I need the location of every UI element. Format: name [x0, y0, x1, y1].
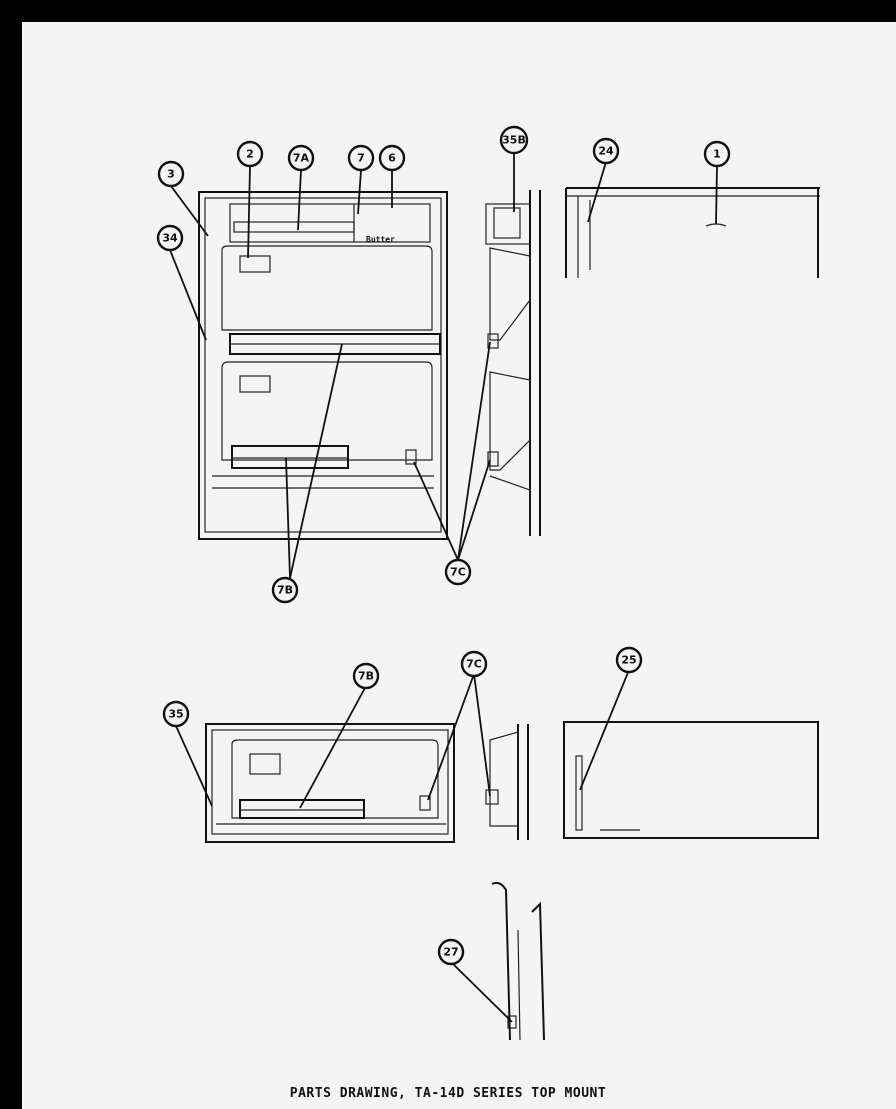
callout-1: 1 — [703, 140, 731, 168]
svg-text:7B: 7B — [277, 584, 293, 597]
svg-text:1: 1 — [713, 148, 721, 161]
callout-7c-bottom: 7C — [460, 650, 488, 678]
svg-text:7B: 7B — [358, 670, 374, 683]
svg-text:6: 6 — [388, 152, 396, 165]
cabinet-top-right — [565, 187, 820, 278]
callout-35b: 35B — [499, 125, 529, 155]
callout-24: 24 — [592, 137, 620, 165]
callout-34: 34 — [156, 224, 184, 252]
callout-3: 3 — [157, 160, 185, 188]
svg-text:7C: 7C — [450, 566, 466, 579]
callout-6: 6 — [378, 144, 406, 172]
drawing-caption: PARTS DRAWING, TA-14D SERIES TOP MOUNT — [289, 1086, 607, 1101]
callout-7c-top: 7C — [444, 558, 472, 586]
callout-7b-bottom: 7B — [352, 662, 380, 690]
callout-7b-top: 7B — [271, 576, 299, 604]
callout-2: 2 — [236, 140, 264, 168]
svg-text:35B: 35B — [502, 134, 526, 147]
svg-text:35: 35 — [168, 708, 183, 721]
svg-text:7A: 7A — [293, 152, 310, 165]
svg-text:27: 27 — [443, 946, 458, 959]
svg-text:34: 34 — [162, 232, 178, 245]
svg-text:7: 7 — [357, 152, 365, 165]
callout-27: 27 — [437, 938, 465, 966]
svg-text:24: 24 — [598, 145, 614, 158]
svg-text:7C: 7C — [466, 658, 482, 671]
callout-35: 35 — [162, 700, 190, 728]
leader-lines — [169, 152, 718, 1023]
callout-25: 25 — [615, 646, 643, 674]
freezer-door-front — [205, 723, 455, 843]
svg-text:3: 3 — [167, 168, 175, 181]
svg-text:2: 2 — [246, 148, 254, 161]
butter-label: Butter — [366, 235, 395, 244]
svg-text:25: 25 — [621, 654, 636, 667]
fresh-food-door-front: Butter — [198, 191, 448, 540]
callout-7: 7 — [347, 144, 375, 172]
freezer-cabinet-right — [563, 721, 819, 839]
freezer-door-side — [485, 724, 529, 840]
callout-7a: 7A — [287, 144, 315, 172]
trim-strip — [491, 881, 545, 1041]
fresh-food-door-side — [485, 190, 541, 536]
